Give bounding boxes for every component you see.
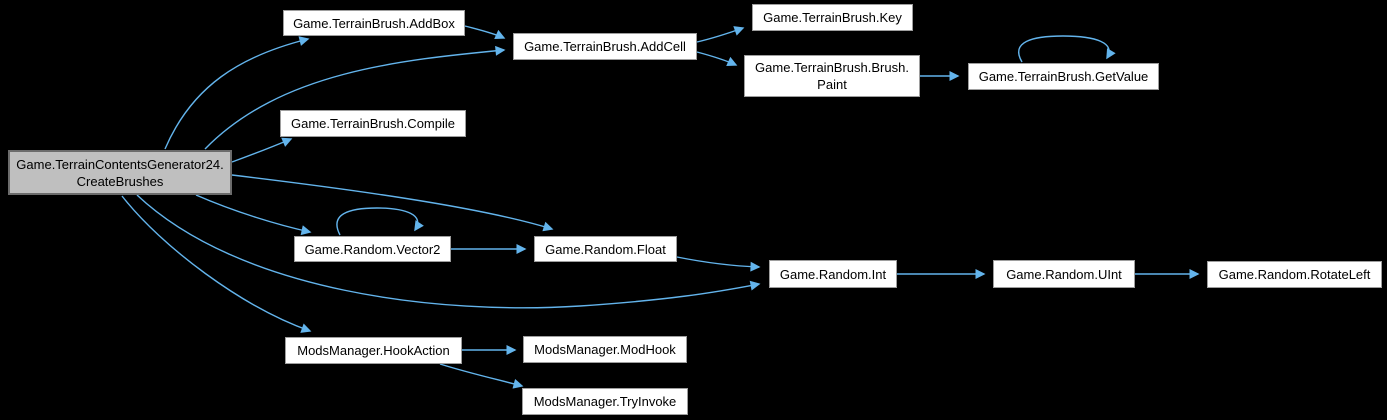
edge-float-int bbox=[676, 256, 761, 272]
node-uint[interactable]: Game.Random.UInt bbox=[993, 260, 1135, 288]
edge-createBrushes-hookAction bbox=[121, 195, 312, 333]
edge-hookAction-tryInvoke bbox=[439, 363, 524, 389]
node-int[interactable]: Game.Random.Int bbox=[769, 260, 897, 288]
edge-vector2-self-loop bbox=[336, 207, 424, 236]
node-key[interactable]: Game.TerrainBrush.Key bbox=[752, 4, 913, 31]
node-addCell[interactable]: Game.TerrainBrush.AddCell bbox=[513, 33, 697, 60]
node-tryInvoke[interactable]: ModsManager.TryInvoke bbox=[522, 388, 688, 415]
node-float[interactable]: Game.Random.Float bbox=[534, 236, 677, 262]
edge-addBox-addCell bbox=[464, 25, 506, 40]
edge-createBrushes-addBox bbox=[164, 36, 310, 150]
node-rotateLeft[interactable]: Game.Random.RotateLeft bbox=[1207, 261, 1382, 288]
node-hookAction[interactable]: ModsManager.HookAction bbox=[285, 337, 462, 364]
node-modHook[interactable]: ModsManager.ModHook bbox=[523, 336, 687, 363]
edge-createBrushes-addCell bbox=[204, 45, 506, 150]
node-brushPaint[interactable]: Game.TerrainBrush.Brush. Paint bbox=[744, 55, 920, 97]
node-createBrushes[interactable]: Game.TerrainContentsGenerator24. CreateB… bbox=[8, 150, 232, 195]
edge-getValue-self-loop bbox=[1018, 35, 1116, 63]
edge-addCell-brushPaint bbox=[696, 51, 738, 67]
node-getValue[interactable]: Game.TerrainBrush.GetValue bbox=[968, 63, 1159, 90]
edge-createBrushes-vector2 bbox=[195, 194, 312, 236]
edge-createBrushes-float bbox=[231, 174, 554, 232]
node-compile[interactable]: Game.TerrainBrush.Compile bbox=[280, 110, 466, 137]
edge-createBrushes-int bbox=[136, 194, 761, 309]
node-addBox[interactable]: Game.TerrainBrush.AddBox bbox=[283, 10, 465, 36]
edge-createBrushes-compile bbox=[231, 137, 293, 163]
edge-addCell-key bbox=[696, 26, 745, 43]
node-vector2[interactable]: Game.Random.Vector2 bbox=[294, 236, 451, 262]
